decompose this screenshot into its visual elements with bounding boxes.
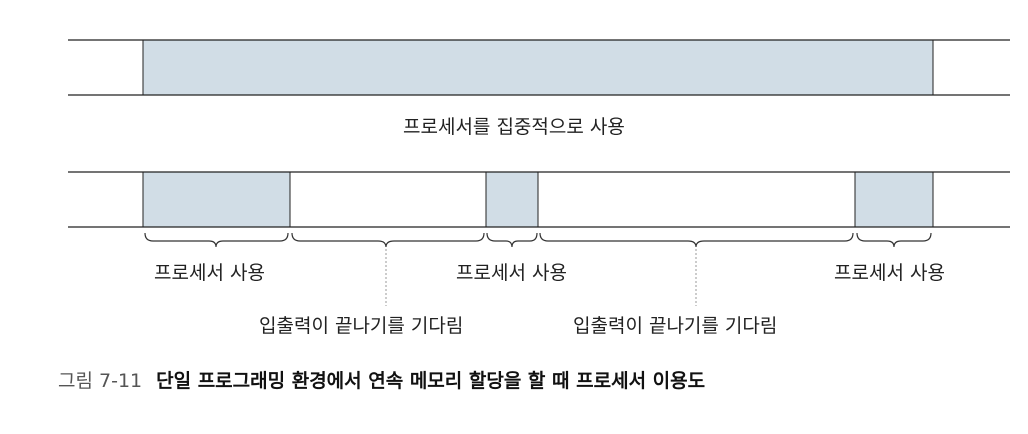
busy-block-3	[854, 171, 934, 228]
top-timeline-label: 프로세서를 집중적으로 사용	[403, 116, 625, 138]
io-wait-label-2: 입출력이 끝나기를 기다림	[573, 315, 778, 337]
brace-use-1	[144, 232, 289, 248]
figure-title: 단일 프로그래밍 환경에서 연속 메모리 할당을 할 때 프로세서 이용도	[156, 370, 706, 392]
busy-block-2	[485, 171, 539, 228]
top-busy-block	[142, 39, 934, 96]
leader-lines	[385, 249, 697, 306]
processor-use-label-3: 프로세서 사용	[834, 262, 945, 284]
busy-block-1	[142, 171, 291, 228]
figure-number: 그림 7-11	[58, 370, 143, 392]
bottom-timeline	[68, 171, 1010, 228]
braces	[144, 232, 932, 248]
figure-caption: 그림 7-11 단일 프로그래밍 환경에서 연속 메모리 할당을 할 때 프로세서…	[58, 372, 705, 391]
brace-wait-1	[291, 232, 485, 248]
brace-use-2	[486, 232, 538, 248]
top-timeline	[68, 39, 1010, 96]
io-wait-label-1: 입출력이 끝나기를 기다림	[259, 315, 464, 337]
processor-use-label-2: 프로세서 사용	[456, 262, 567, 284]
processor-use-label-1: 프로세서 사용	[154, 262, 265, 284]
brace-use-3	[856, 232, 932, 248]
brace-wait-2	[539, 232, 854, 248]
